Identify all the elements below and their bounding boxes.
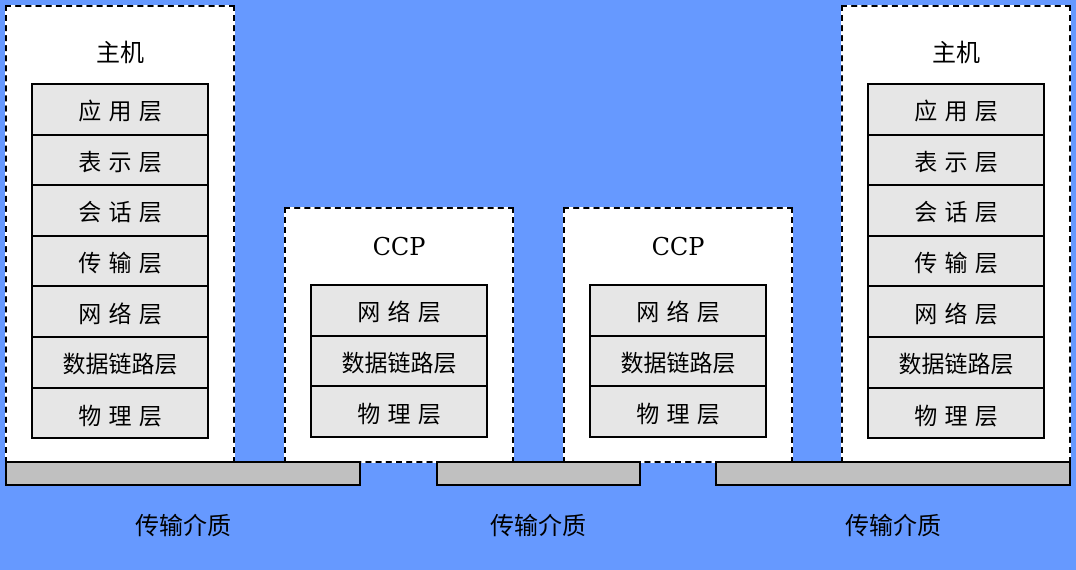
layer-application: 应 用 层 bbox=[33, 85, 207, 136]
layer-physical: 物 理 层 bbox=[357, 402, 441, 429]
layer-physical: 物 理 层 bbox=[78, 403, 162, 430]
host-right-title: 主机 bbox=[932, 39, 980, 67]
layer-network: 网 络 层 bbox=[312, 286, 486, 337]
layer-application: 应 用 层 bbox=[869, 85, 1043, 136]
medium-label-1: 传输介质 bbox=[135, 512, 231, 540]
ccp-2: CCP 网 络 层 数据链路层 物 理 层 bbox=[563, 207, 793, 463]
host-right-stack: 应 用 层 表 示 层 会 话 层 传 输 层 网 络 层 数据链路层 物 理 … bbox=[867, 83, 1045, 439]
layer-transport: 传 输 层 bbox=[869, 237, 1043, 288]
layer-datalink: 数据链路层 bbox=[869, 338, 1043, 389]
layer-session: 会 话 层 bbox=[869, 186, 1043, 237]
medium-label-3: 传输介质 bbox=[845, 512, 941, 540]
layer-datalink: 数据链路层 bbox=[591, 337, 765, 388]
medium-bar-3 bbox=[715, 461, 1071, 486]
host-left: 主机 应 用 层 表 示 层 会 话 层 传 输 层 网 络 层 数据链路层 物… bbox=[5, 5, 235, 463]
layer-physical: 物 理 层 bbox=[914, 403, 998, 430]
host-left-title: 主机 bbox=[96, 39, 144, 67]
ccp-2-title: CCP bbox=[651, 233, 705, 261]
medium-bar-1 bbox=[5, 461, 361, 486]
host-right: 主机 应 用 层 表 示 层 会 话 层 传 输 层 网 络 层 数据链路层 物… bbox=[841, 5, 1071, 463]
host-left-stack: 应 用 层 表 示 层 会 话 层 传 输 层 网 络 层 数据链路层 物 理 … bbox=[31, 83, 209, 439]
medium-label-2: 传输介质 bbox=[490, 512, 586, 540]
layer-network: 网 络 层 bbox=[33, 287, 207, 338]
layer-session: 会 话 层 bbox=[33, 186, 207, 237]
layer-presentation: 表 示 层 bbox=[33, 136, 207, 187]
ccp-1: CCP 网 络 层 数据链路层 物 理 层 bbox=[284, 207, 514, 463]
layer-datalink: 数据链路层 bbox=[312, 337, 486, 388]
medium-bar-2 bbox=[436, 461, 641, 486]
layer-network: 网 络 层 bbox=[869, 287, 1043, 338]
layer-transport: 传 输 层 bbox=[33, 237, 207, 288]
layer-network: 网 络 层 bbox=[591, 286, 765, 337]
ccp-1-title: CCP bbox=[372, 233, 426, 261]
ccp-2-stack: 网 络 层 数据链路层 物 理 层 bbox=[589, 284, 767, 438]
layer-physical: 物 理 层 bbox=[636, 402, 720, 429]
layer-presentation: 表 示 层 bbox=[869, 136, 1043, 187]
layer-datalink: 数据链路层 bbox=[33, 338, 207, 389]
ccp-1-stack: 网 络 层 数据链路层 物 理 层 bbox=[310, 284, 488, 438]
